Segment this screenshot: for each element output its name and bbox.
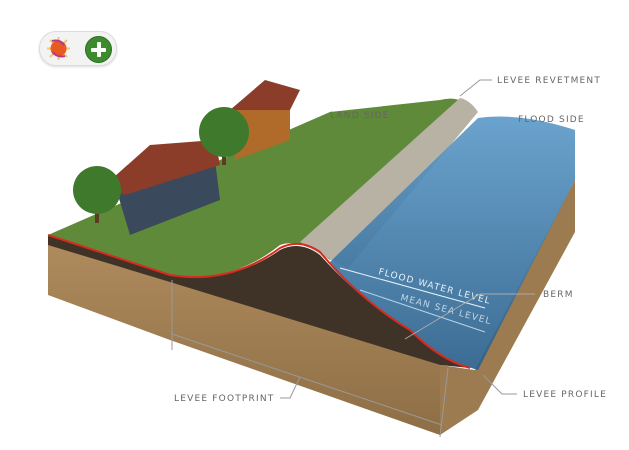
grass-land-side [48,98,470,277]
mean-sea-level-line [359,289,486,333]
berm-leader [404,293,535,340]
levee-profile-leader [482,374,517,395]
toolbar [39,31,117,66]
levee-revetment [300,98,478,268]
base-side-face [440,180,575,435]
flood-side-label: FLOOD SIDE [518,115,585,125]
levee-profile-label: LEVEE PROFILE [523,390,607,400]
land-side-label: LAND SIDE [330,111,390,121]
hurricane-button[interactable] [46,36,71,61]
levee-revetment-leader [459,79,492,97]
flood-water-level-line [339,267,486,309]
base-front-face [48,235,440,435]
footprint-extension-right [439,367,449,438]
house-back [230,80,300,160]
soil-section [48,235,470,368]
levee-footprint-label: LEVEE FOOTPRINT [174,394,275,404]
flood-water [330,116,575,370]
footprint-dimension-line [171,333,443,426]
add-button[interactable] [85,36,112,63]
levee-footprint-leader [280,376,301,399]
levee-revetment-label: LEVEE REVETMENT [497,76,601,86]
tree [73,166,121,223]
hurricane-icon [47,37,70,60]
tree [199,107,249,165]
house-front [105,140,220,235]
levee-profile-line [47,234,471,369]
berm-label: BERM [543,290,574,300]
